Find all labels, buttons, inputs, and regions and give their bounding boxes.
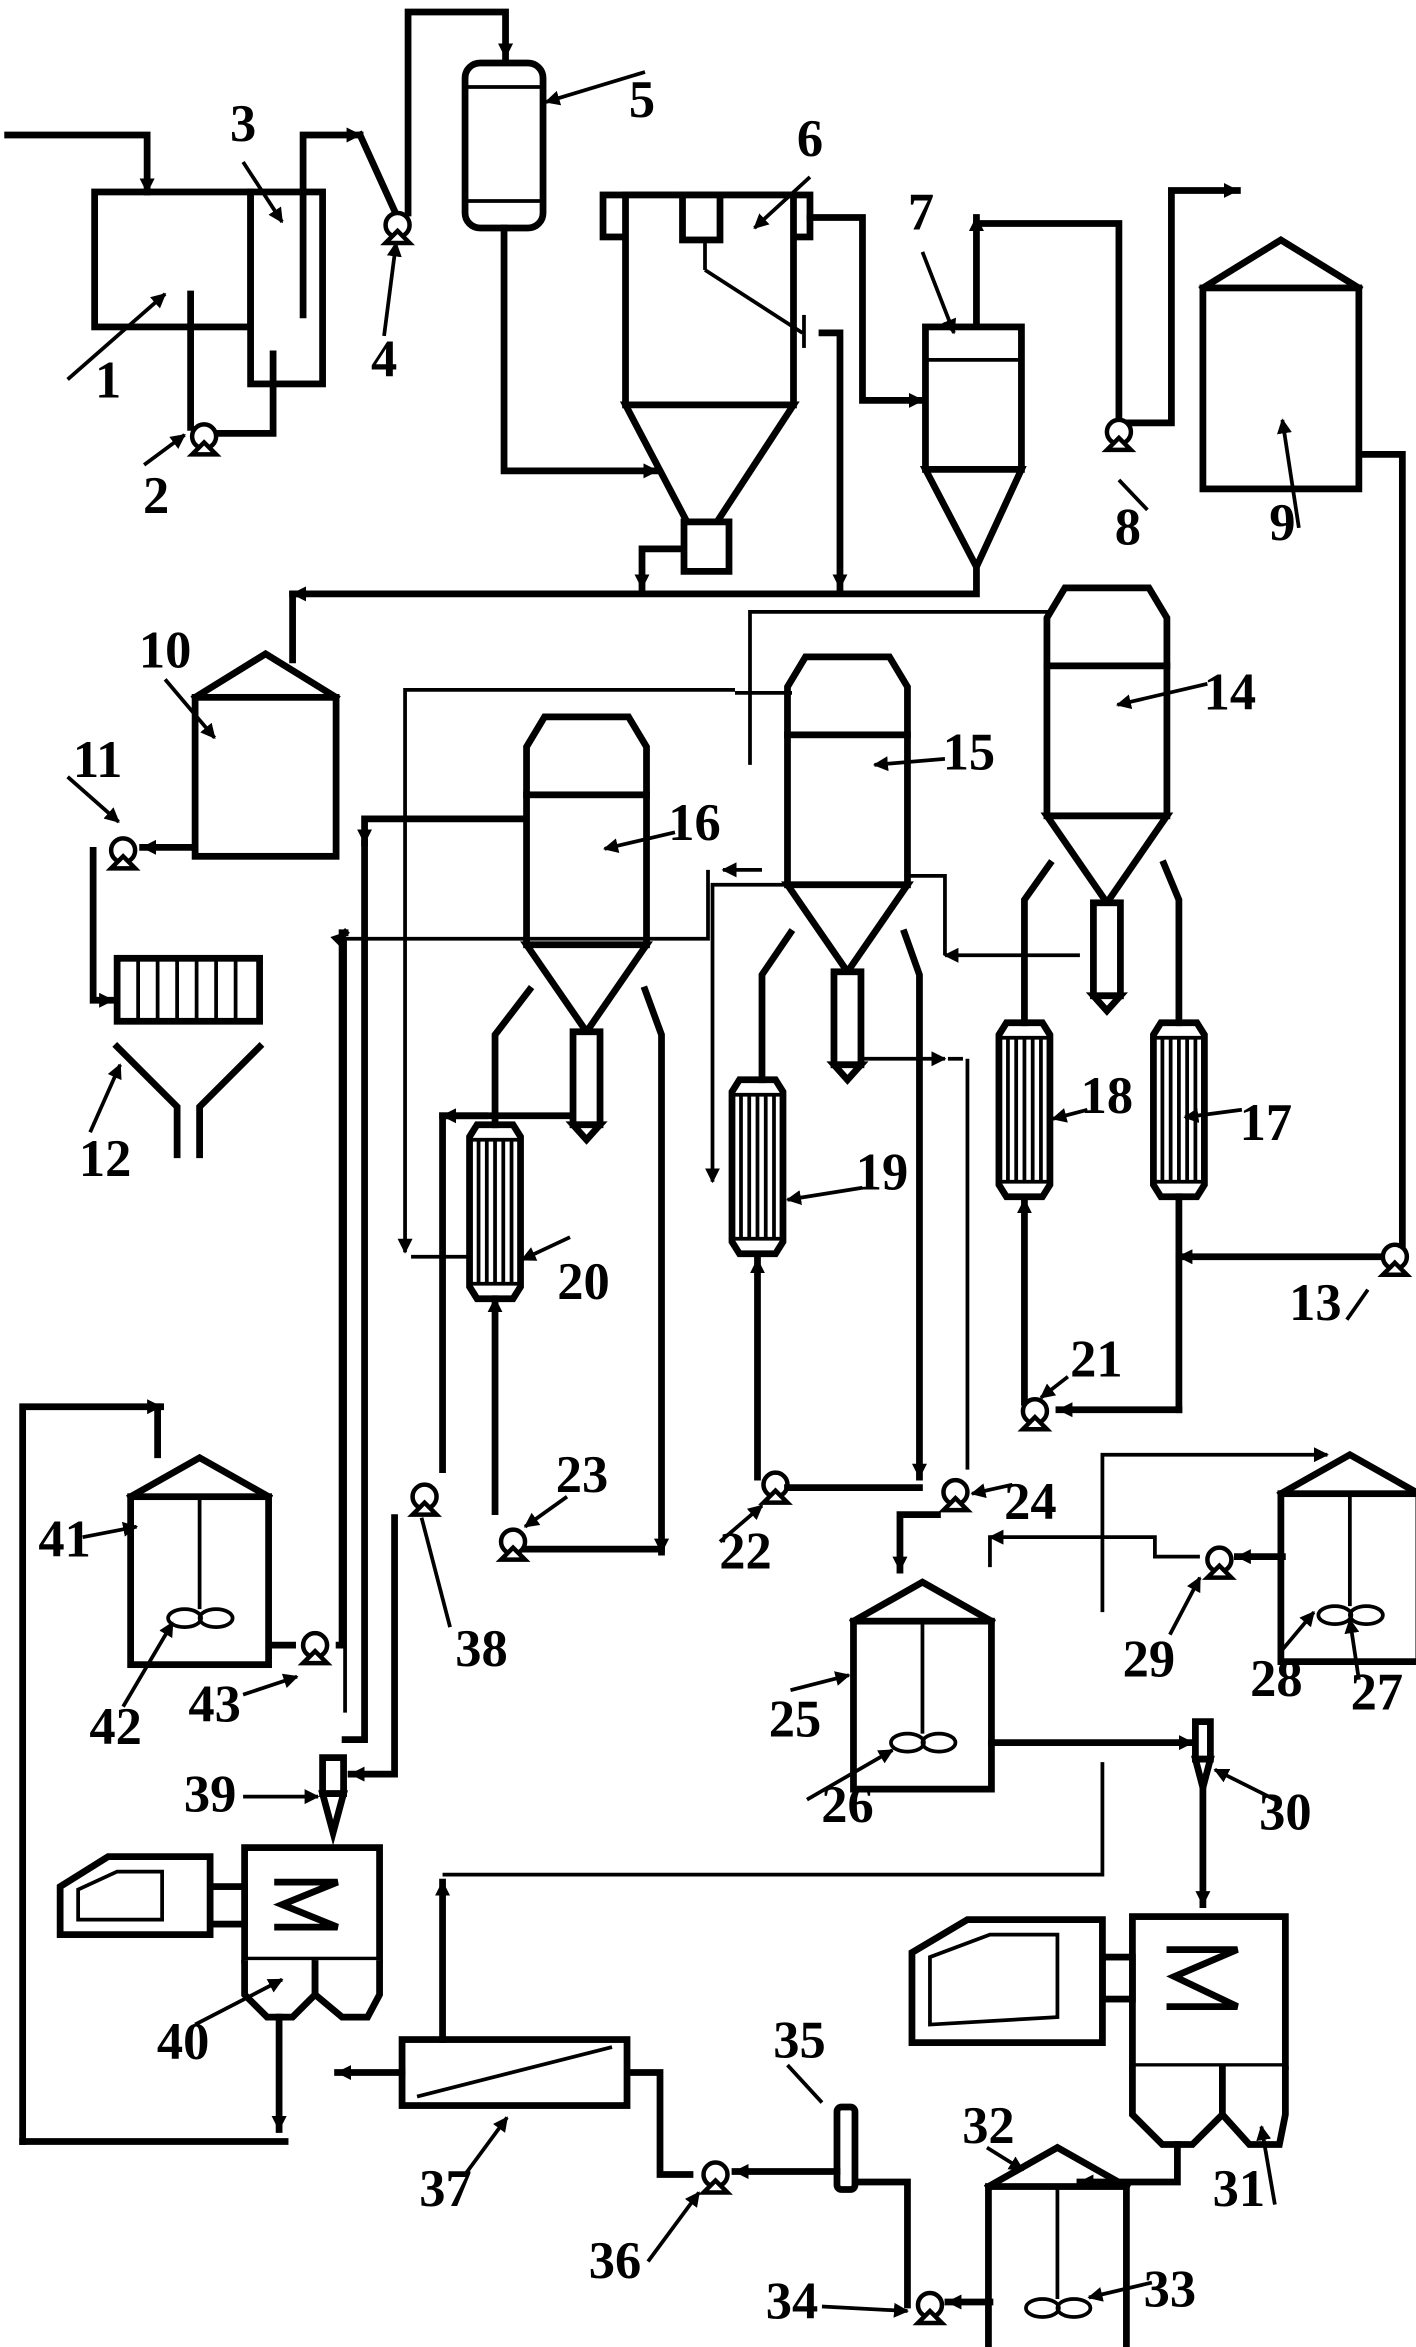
pump-24	[943, 1480, 967, 1510]
dryer-40	[56, 1844, 383, 2021]
label-35: 35	[773, 2012, 825, 2070]
label-14: 14	[1204, 663, 1256, 721]
tank-32	[988, 2148, 1126, 2347]
silo-9	[1198, 235, 1364, 493]
label-18: 18	[1081, 1067, 1133, 1125]
label-10: 10	[139, 621, 191, 679]
evaporator-15	[787, 657, 907, 1080]
label-28: 28	[1250, 1650, 1302, 1708]
tank-25	[853, 1582, 991, 1789]
dryer-31	[908, 1913, 1289, 2148]
label-20: 20	[557, 1253, 609, 1311]
label-40: 40	[157, 2013, 209, 2071]
tank-27	[1281, 1455, 1416, 1662]
label-31: 31	[1213, 2160, 1265, 2218]
pump-13	[1383, 1245, 1407, 1275]
label-12: 12	[79, 1130, 131, 1188]
label-27: 27	[1351, 1664, 1403, 1722]
column-5	[461, 59, 547, 232]
label-13: 13	[1289, 1274, 1341, 1332]
pump-11	[111, 838, 135, 868]
nozzle-39	[318, 1754, 348, 1846]
silo-10	[190, 649, 341, 860]
evaporator-16	[527, 717, 647, 1140]
tank-1	[91, 188, 254, 331]
heat-exchanger-18	[999, 1023, 1050, 1197]
labels: 1 2 3 4 5 6 7 8 9 10 11 12 13 14 15 16 1…	[38, 71, 1403, 2331]
heat-exchanger-17	[1153, 1023, 1204, 1197]
label-9: 9	[1269, 494, 1295, 552]
label-2: 2	[143, 467, 169, 525]
label-43: 43	[188, 1676, 240, 1734]
tank-3	[247, 188, 326, 388]
label-24: 24	[1004, 1473, 1056, 1531]
pump-29	[1207, 1548, 1231, 1578]
label-39: 39	[184, 1766, 236, 1824]
nozzle-30	[1191, 1718, 1215, 1801]
label-7: 7	[908, 184, 934, 242]
heat-exchanger-19	[732, 1080, 783, 1254]
label-33: 33	[1144, 2261, 1196, 2319]
label-25: 25	[769, 1691, 821, 1749]
label-3: 3	[230, 95, 256, 153]
label-23: 23	[556, 1446, 608, 1504]
label-36: 36	[589, 2232, 641, 2290]
label-1: 1	[95, 351, 121, 409]
label-38: 38	[455, 1620, 507, 1678]
filter-12	[112, 954, 265, 1159]
pump-36	[704, 2163, 728, 2193]
label-26: 26	[821, 1776, 873, 1834]
separator-7	[919, 323, 1027, 575]
vessel-6	[599, 191, 814, 575]
pump-22	[763, 1473, 787, 1503]
label-17: 17	[1240, 1094, 1292, 1152]
label-41: 41	[38, 1511, 90, 1569]
label-4: 4	[371, 330, 397, 388]
label-22: 22	[719, 1523, 771, 1581]
pump-21	[1023, 1399, 1047, 1429]
filter-37	[398, 2036, 631, 2109]
label-16: 16	[668, 794, 720, 852]
tank-41	[131, 1458, 269, 1665]
label-5: 5	[629, 71, 655, 129]
label-19: 19	[856, 1143, 908, 1201]
pump-43	[303, 1633, 327, 1663]
pump-4	[386, 213, 410, 243]
evaporator-14	[1047, 588, 1167, 1011]
leader-lines	[66, 70, 1370, 2318]
vessel-35	[833, 2103, 859, 2193]
label-32: 32	[962, 2097, 1014, 2155]
pump-23	[501, 1530, 525, 1560]
pump-34	[918, 2293, 942, 2323]
heat-exchanger-20	[470, 1125, 521, 1299]
label-34: 34	[766, 2273, 818, 2331]
label-8: 8	[1115, 498, 1141, 556]
label-37: 37	[419, 2160, 471, 2218]
label-15: 15	[943, 723, 995, 781]
label-42: 42	[89, 1698, 141, 1756]
pump-8	[1107, 420, 1131, 450]
label-29: 29	[1123, 1631, 1175, 1689]
label-6: 6	[797, 110, 823, 168]
label-21: 21	[1070, 1331, 1122, 1389]
pump-2	[192, 424, 216, 454]
pump-38	[413, 1485, 437, 1515]
label-30: 30	[1259, 1784, 1311, 1842]
label-11: 11	[73, 731, 123, 789]
